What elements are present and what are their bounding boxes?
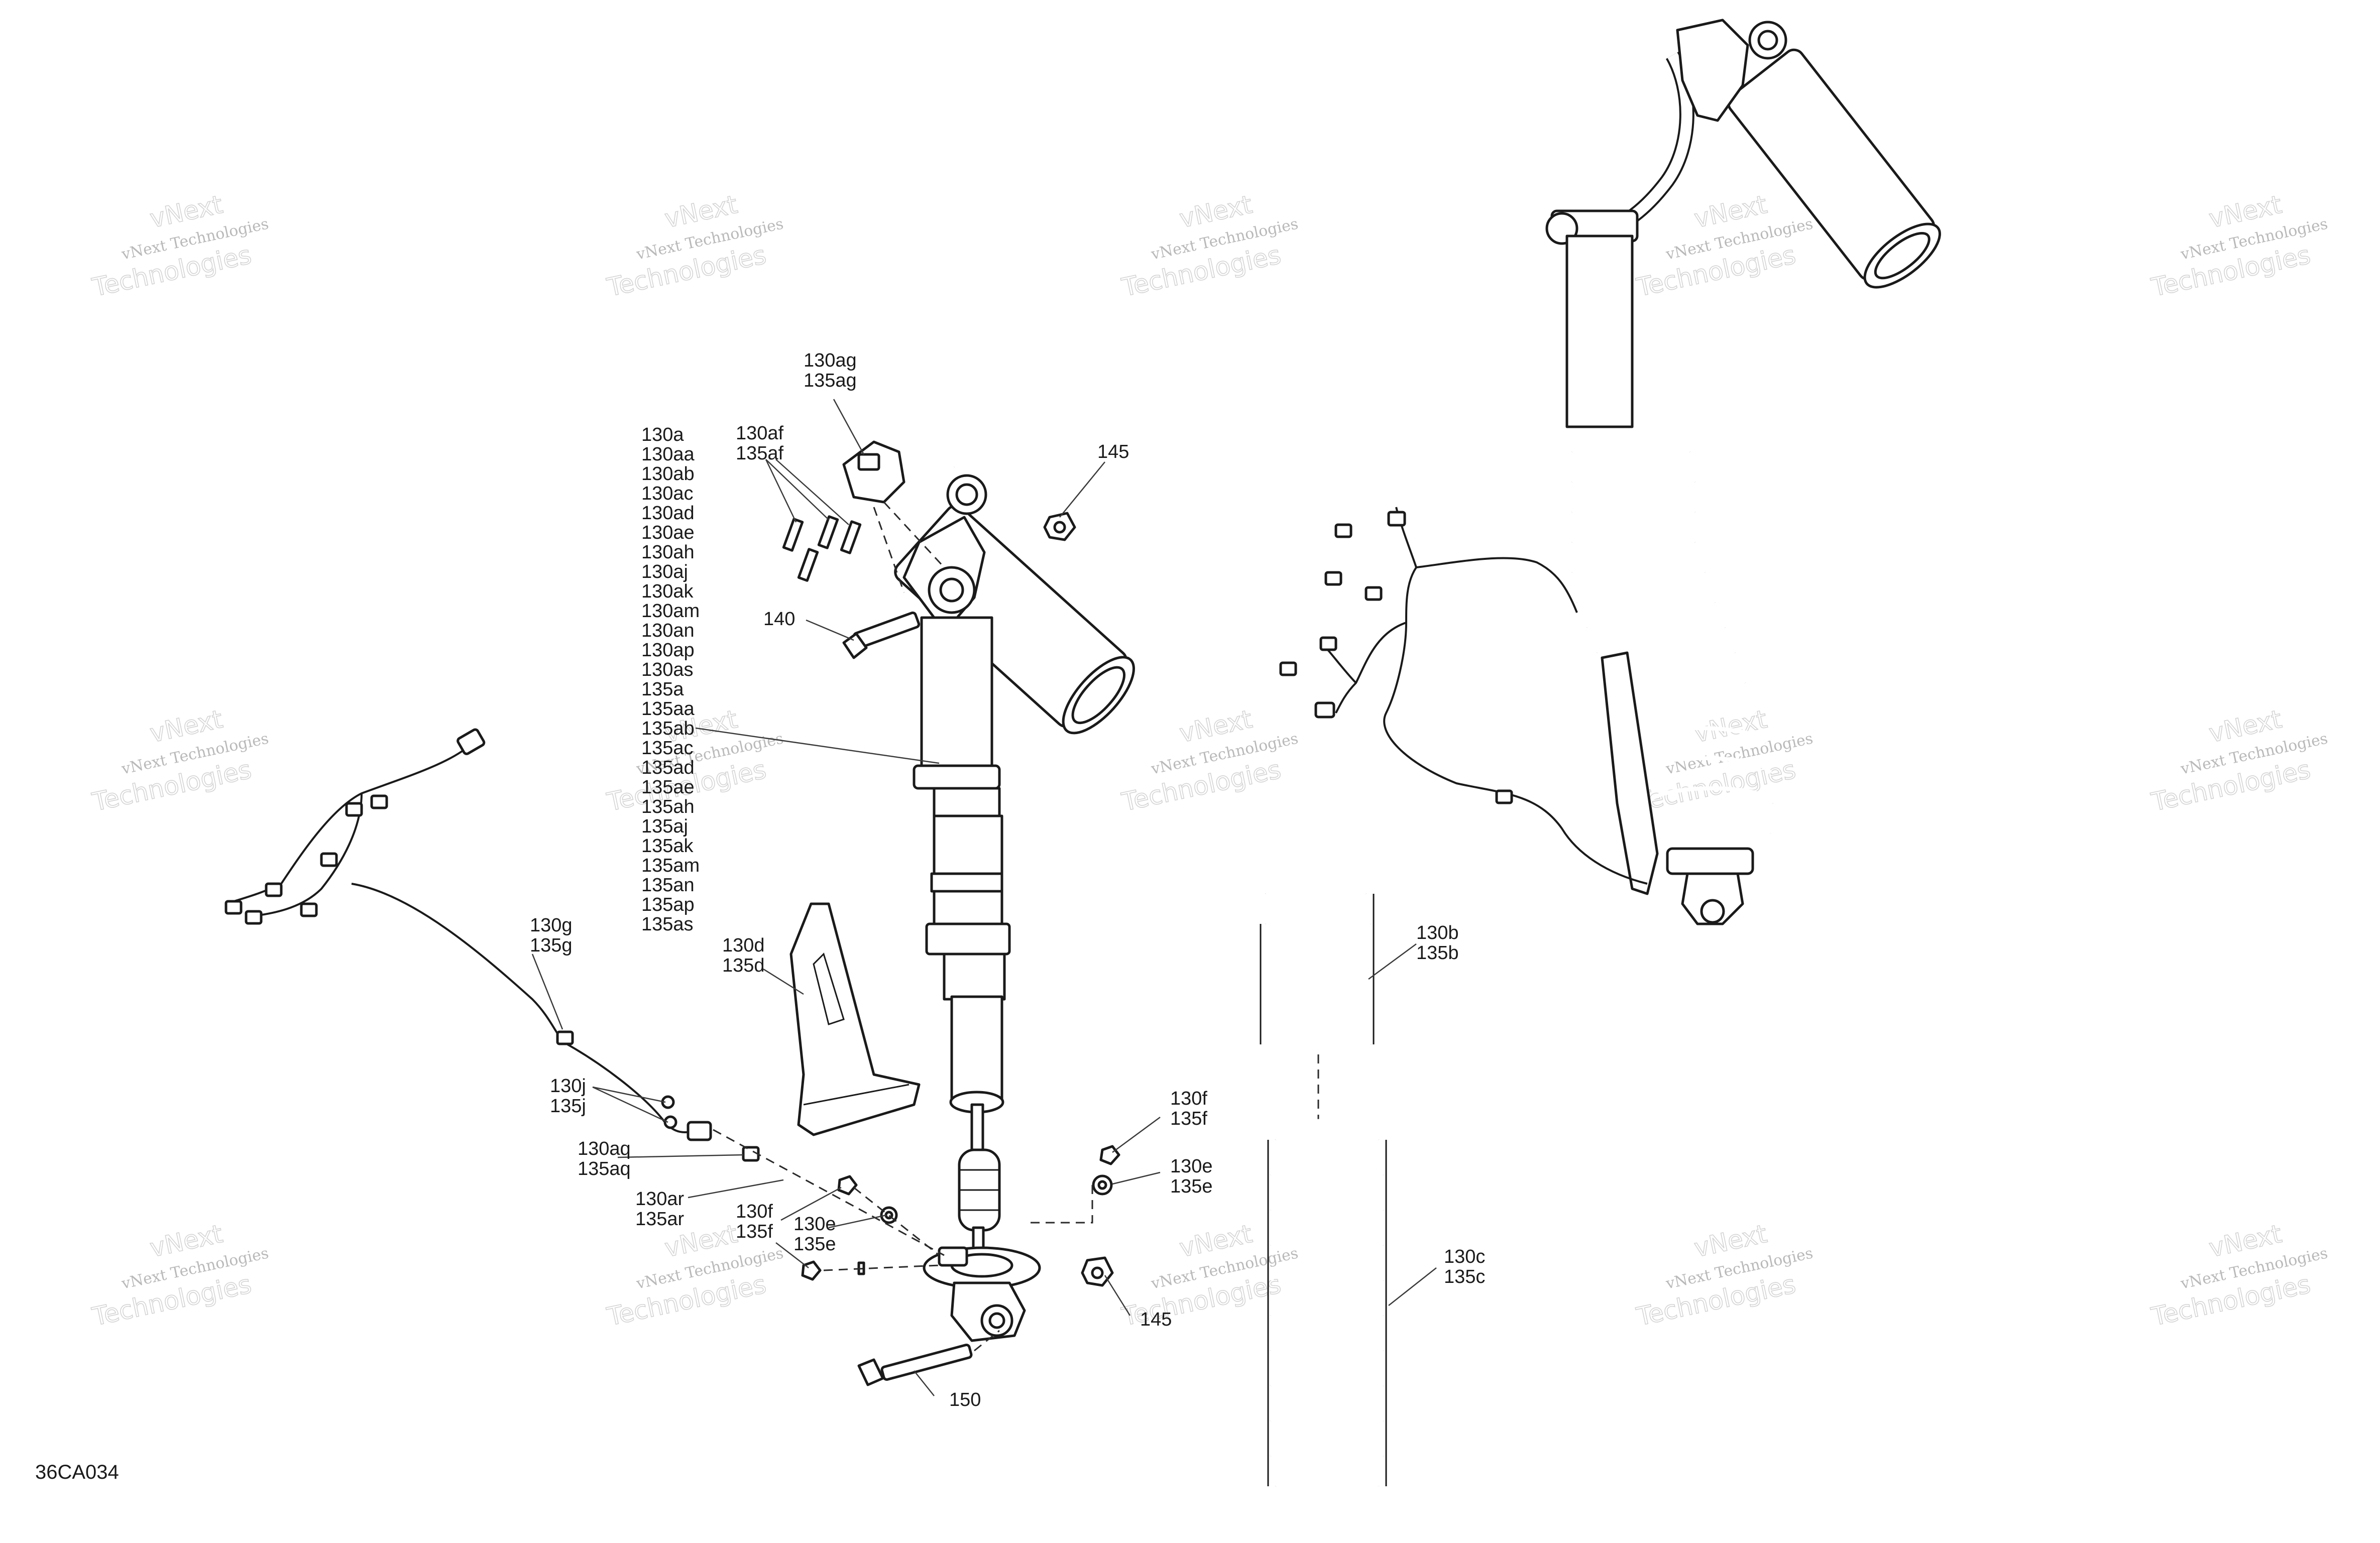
label-130f-right: 130f	[1170, 1088, 1207, 1109]
label-list-item: 130ah	[641, 542, 695, 563]
label-130af: 130af	[736, 423, 784, 444]
label-130aq: 130aq	[578, 1138, 631, 1159]
label-130j: 130j	[550, 1076, 586, 1097]
label-list-item: 130aa	[641, 444, 695, 465]
watermark: vNext vNext Technologies Technologies	[89, 704, 271, 817]
label-list-item: 130ae	[641, 522, 695, 543]
label-135e-right: 135e	[1170, 1176, 1213, 1197]
label-list-item: 135ac	[641, 738, 694, 759]
exploded-shock-absorber	[894, 435, 1135, 1342]
label-130c: 130c	[1444, 1246, 1485, 1267]
label-list-item: 130ak	[641, 581, 694, 602]
label-130e-left: 130e	[794, 1214, 836, 1235]
bracket-screw	[782, 515, 862, 582]
bolt-150	[857, 1330, 1000, 1386]
nut-145-top	[1043, 512, 1076, 541]
label-135c: 135c	[1444, 1266, 1485, 1287]
label-135f-right: 135f	[1170, 1108, 1207, 1129]
bolt-140	[842, 611, 921, 659]
label-list-item: 130as	[641, 659, 694, 680]
watermark: vNext vNext Technologies Technologies	[2148, 704, 2330, 817]
label-list-item: 130ab	[641, 463, 695, 485]
label-list-main: 130a130aa130ab130ac130ad130ae130ah130aj1…	[641, 424, 700, 935]
watermark: vNext vNext Technologies Technologies	[1119, 189, 1300, 303]
label-135e-left: 135e	[794, 1234, 836, 1255]
label-135d: 135d	[722, 955, 765, 976]
label-135af: 135af	[736, 443, 784, 464]
label-130b: 130b	[1416, 922, 1459, 943]
label-list-item: 135aa	[641, 698, 695, 720]
label-list-item: 135ah	[641, 796, 695, 817]
label-list-item: 130aj	[641, 561, 688, 582]
label-list-item: 130a	[641, 424, 684, 445]
label-130ar: 130ar	[635, 1189, 685, 1210]
sensor-bracket	[842, 440, 945, 593]
leader-lines	[531, 399, 1437, 1396]
watermark: vNext vNext Technologies Technologies	[89, 189, 271, 303]
label-list-item: 130ac	[641, 483, 694, 504]
label-130ag: 130ag	[804, 350, 857, 371]
label-135ag: 135ag	[804, 370, 857, 391]
label-list-item: 130ap	[641, 640, 695, 661]
sensor-harness	[224, 728, 945, 1256]
label-130f-left: 130f	[736, 1201, 773, 1222]
watermark: vNext vNext Technologies Technologies	[89, 1219, 271, 1332]
label-145-top: 145	[1097, 441, 1129, 462]
label-130d: 130d	[722, 935, 765, 956]
label-list-item: 135ab	[641, 718, 695, 739]
watermark: vNext vNext Technologies Technologies	[604, 189, 785, 303]
right-fasteners	[1030, 1145, 1120, 1224]
shock-guard	[789, 902, 921, 1136]
label-145-bottom: 145	[1140, 1309, 1172, 1330]
diagram-id: 36CA034	[35, 1461, 119, 1483]
label-130g: 130g	[530, 915, 573, 936]
label-135b: 135b	[1416, 942, 1459, 964]
label-list-item: 135ad	[641, 757, 695, 778]
label-150: 150	[949, 1389, 981, 1410]
label-list-item: 135aj	[641, 816, 688, 837]
nut-145-bottom	[1081, 1256, 1114, 1287]
label-135j: 135j	[550, 1096, 586, 1117]
label-135aq: 135aq	[578, 1158, 631, 1179]
label-list-item: 130am	[641, 601, 700, 622]
label-list-item: 135am	[641, 855, 700, 876]
label-135f-left: 135f	[736, 1221, 773, 1242]
label-list-item: 135a	[641, 679, 684, 700]
watermark: vNext vNext Technologies Technologies	[2148, 189, 2330, 303]
label-135ar: 135ar	[635, 1209, 685, 1230]
label-list-item: 130an	[641, 620, 695, 641]
label-135g: 135g	[530, 935, 573, 956]
label-130e-right: 130e	[1170, 1156, 1213, 1177]
watermark: vNext vNext Technologies Technologies	[2148, 1219, 2330, 1332]
label-list-item: 135an	[641, 875, 695, 896]
assembled-shock-absorber	[1279, 19, 1941, 925]
label-list-item: 135as	[641, 914, 694, 935]
lower-spring	[1267, 1118, 1387, 1488]
upper-spring	[1258, 876, 1376, 1120]
label-list-item: 130ad	[641, 503, 695, 524]
callout-labels: 130a130aa130ab130ac130ad130ae130ah130aj1…	[35, 350, 1485, 1483]
label-list-item: 135ae	[641, 777, 695, 798]
label-list-item: 135ap	[641, 894, 695, 915]
watermark: vNext vNext Technologies Technologies	[1119, 704, 1300, 817]
label-140: 140	[763, 609, 795, 630]
label-list-item: 135ak	[641, 836, 694, 857]
watermark: vNext vNext Technologies Technologies	[1634, 1219, 1815, 1332]
